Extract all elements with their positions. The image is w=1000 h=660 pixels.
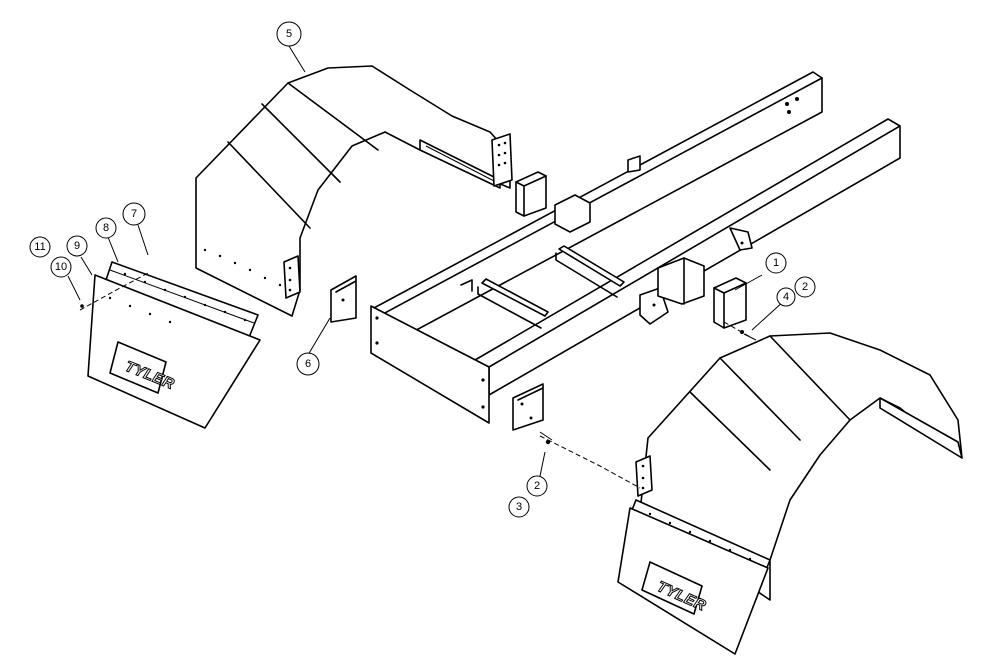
mud-flap-right-assembly: TYLER bbox=[617, 499, 771, 655]
frame-assembly bbox=[370, 71, 901, 424]
callout-8: 8 bbox=[95, 217, 117, 239]
bracket-item-1 bbox=[713, 277, 747, 329]
callout-label: 10 bbox=[55, 261, 67, 273]
bracket-item-6 bbox=[330, 275, 357, 323]
callout-label: 11 bbox=[34, 241, 45, 253]
bracket-upper bbox=[515, 171, 547, 217]
bracket-lower bbox=[512, 383, 544, 431]
fender-lower bbox=[635, 332, 963, 601]
callout-4: 4 bbox=[776, 287, 796, 307]
callout-label: 2 bbox=[534, 480, 540, 492]
callout-5: 5 bbox=[276, 21, 302, 47]
callout-label: 6 bbox=[305, 358, 311, 370]
callout-2-lower: 2 bbox=[526, 475, 548, 497]
fender-upper bbox=[195, 65, 513, 317]
callout-label: 8 bbox=[103, 222, 109, 234]
callout-9: 9 bbox=[66, 235, 88, 257]
callout-2-upper: 2 bbox=[794, 276, 816, 298]
callout-label: 4 bbox=[783, 291, 789, 303]
callout-1: 1 bbox=[765, 252, 787, 274]
callout-label: 1 bbox=[773, 257, 779, 269]
callout-7: 7 bbox=[122, 202, 146, 226]
mud-flap-left-assembly: TYLER bbox=[79, 261, 261, 429]
callout-3: 3 bbox=[508, 496, 530, 518]
callout-10: 10 bbox=[50, 256, 72, 278]
callout-label: 7 bbox=[131, 208, 137, 220]
callout-label: 5 bbox=[286, 28, 292, 40]
callout-label: 9 bbox=[74, 240, 80, 252]
callout-label: 3 bbox=[516, 501, 522, 513]
callout-6: 6 bbox=[296, 352, 320, 376]
callout-leaders bbox=[67, 45, 786, 477]
callout-11: 11 bbox=[29, 236, 51, 258]
callout-label: 2 bbox=[802, 281, 808, 293]
fastener-lines bbox=[80, 304, 757, 489]
